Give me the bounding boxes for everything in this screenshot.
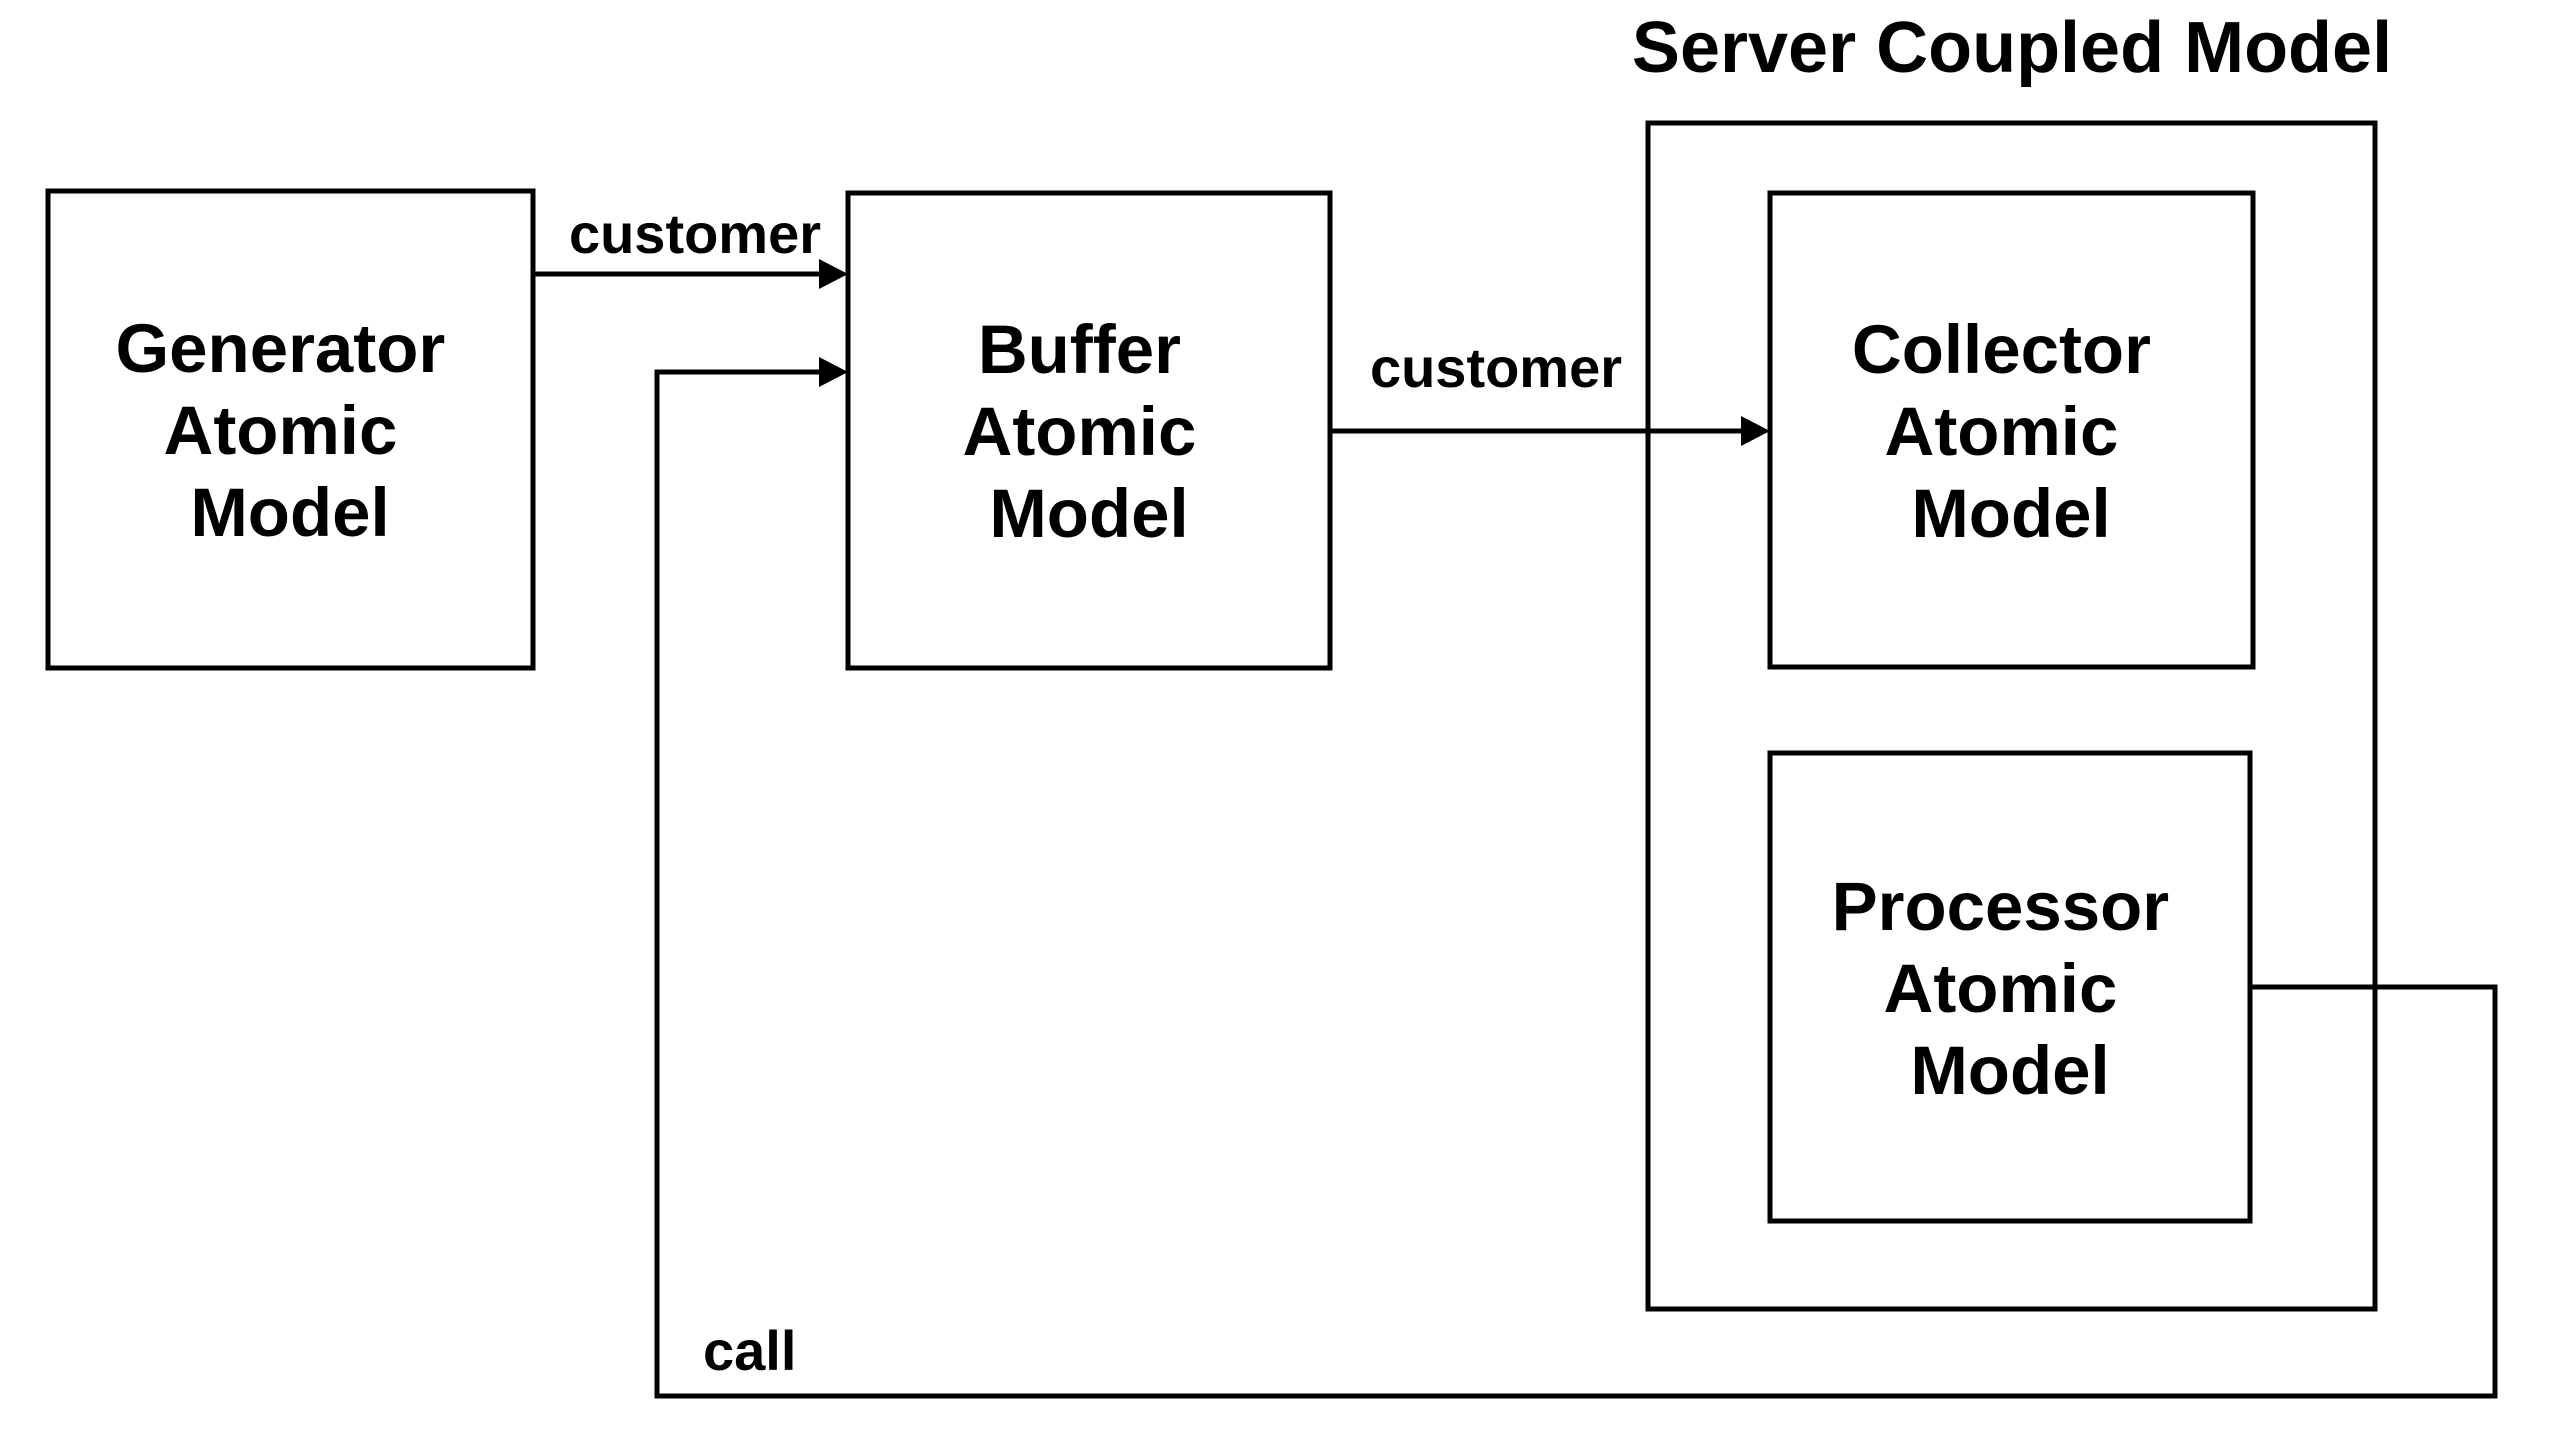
collector-label-line-2: Atomic: [1884, 393, 2118, 470]
customer-arrowhead-into-collector: [1741, 416, 1770, 446]
generator-label-line-1: Generator: [116, 310, 446, 387]
server-coupled-model-title: Server Coupled Model: [1632, 8, 2392, 88]
buffer-label-line-3: Model: [989, 475, 1188, 552]
processor-label-line-1: Processor: [1832, 868, 2170, 945]
call-arrowhead-into-buffer: [819, 357, 848, 387]
call-connection-line: [654, 369, 2498, 1399]
generator-label-line-2: Atomic: [163, 392, 397, 469]
customer-label-buffer-to-collector: customer: [1370, 336, 1622, 399]
processor-label-line-3: Model: [1910, 1032, 2109, 1109]
processor-box-label: Processor Atomic Model: [1832, 868, 2189, 1109]
customer-label-generator-to-buffer: customer: [569, 202, 821, 265]
generator-label-line-3: Model: [190, 474, 389, 551]
customer-arrowhead-into-buffer: [819, 259, 848, 289]
buffer-box: [845, 190, 1333, 671]
processor-label-line-2: Atomic: [1883, 950, 2117, 1027]
buffer-box-label: Buffer Atomic Model: [962, 311, 1215, 552]
processor-box: [1767, 750, 2253, 1224]
call-label: call: [703, 1319, 796, 1382]
buffer-label-line-1: Buffer: [978, 311, 1181, 388]
collector-label-line-3: Model: [1911, 475, 2110, 552]
server-coupled-model-box: [1645, 120, 2378, 1312]
generator-box: [45, 188, 536, 671]
buffer-label-line-2: Atomic: [962, 393, 1196, 470]
collector-label-line-1: Collector: [1852, 311, 2151, 388]
collector-box: [1767, 190, 2256, 670]
collector-box-label: Collector Atomic Model: [1852, 311, 2170, 552]
generator-box-label: Generator Atomic Model: [116, 310, 465, 551]
